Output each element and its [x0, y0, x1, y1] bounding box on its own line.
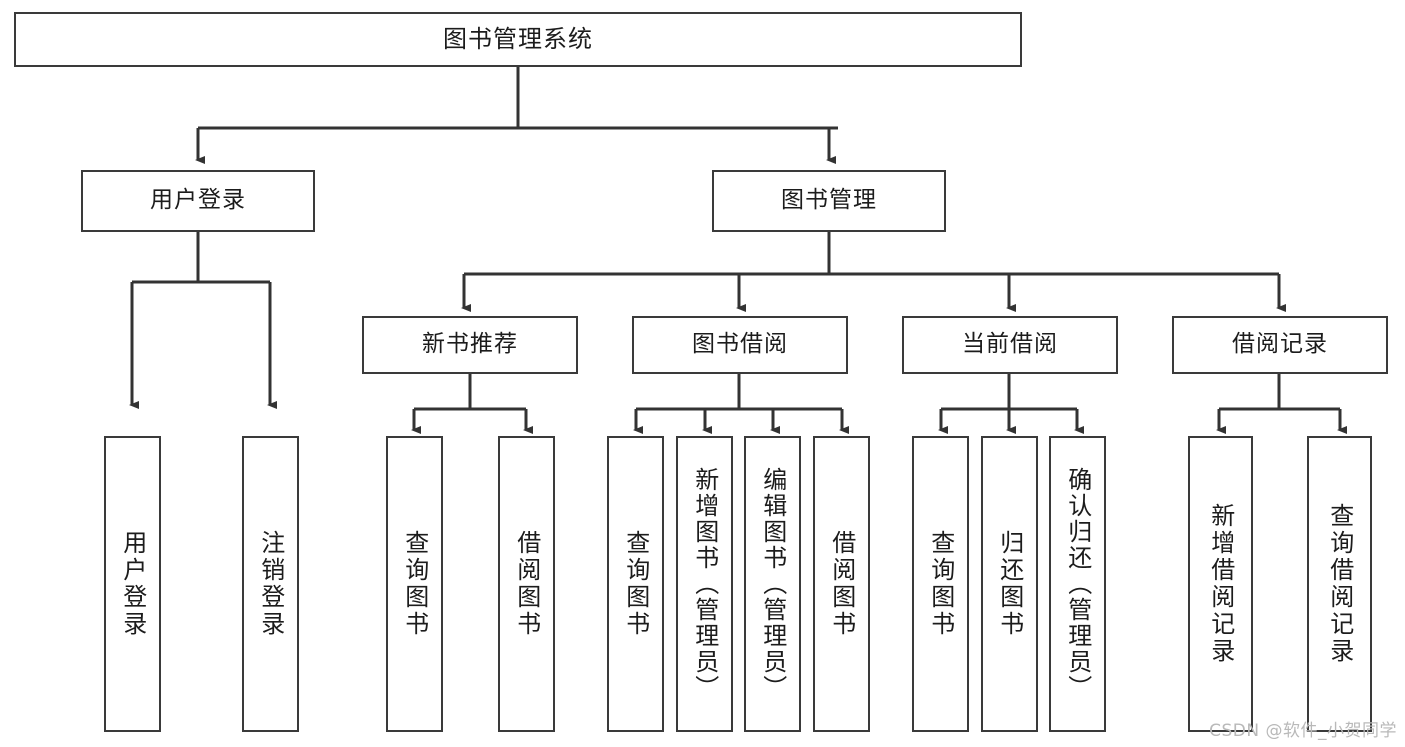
- node-label: 查询图书: [400, 530, 429, 638]
- leaf-user-logout[interactable]: 注销登录: [242, 436, 299, 732]
- node-label: 借阅图书: [512, 530, 541, 638]
- node-new-book-recommend[interactable]: 新书推荐: [362, 316, 578, 374]
- leaf-user-login[interactable]: 用户登录: [104, 436, 161, 732]
- leaf-confirm-return-admin[interactable]: 确认归还（管理员）: [1049, 436, 1106, 732]
- node-book-borrow[interactable]: 图书借阅: [632, 316, 848, 374]
- node-label: 归还图书: [995, 530, 1024, 638]
- node-label: 图书管理系统: [443, 25, 593, 54]
- node-label: 查询图书: [926, 530, 955, 638]
- node-current-borrow[interactable]: 当前借阅: [902, 316, 1118, 374]
- node-book-management[interactable]: 图书管理: [712, 170, 946, 232]
- node-label: 查询图书: [621, 530, 650, 638]
- leaf-query-book-current[interactable]: 查询图书: [912, 436, 969, 732]
- leaf-borrow-book-recommend[interactable]: 借阅图书: [498, 436, 555, 732]
- node-label: 当前借阅: [962, 331, 1058, 358]
- node-user-login[interactable]: 用户登录: [81, 170, 315, 232]
- leaf-query-borrow-record[interactable]: 查询借阅记录: [1307, 436, 1372, 732]
- leaf-query-book-recommend[interactable]: 查询图书: [386, 436, 443, 732]
- leaf-return-book[interactable]: 归还图书: [981, 436, 1038, 732]
- node-borrow-record[interactable]: 借阅记录: [1172, 316, 1388, 374]
- node-label: 编辑图书（管理员）: [758, 467, 787, 701]
- node-label: 新增图书（管理员）: [690, 467, 719, 701]
- node-label: 用户登录: [118, 530, 147, 638]
- node-book-management-system[interactable]: 图书管理系统: [14, 12, 1022, 67]
- leaf-add-borrow-record[interactable]: 新增借阅记录: [1188, 436, 1253, 732]
- node-label: 图书管理: [781, 187, 877, 214]
- leaf-borrow-book[interactable]: 借阅图书: [813, 436, 870, 732]
- leaf-add-book-admin[interactable]: 新增图书（管理员）: [676, 436, 733, 732]
- node-label: 查询借阅记录: [1325, 503, 1354, 665]
- node-label: 确认归还（管理员）: [1063, 467, 1092, 701]
- node-label: 用户登录: [150, 187, 246, 214]
- node-label: 新书推荐: [422, 331, 518, 358]
- leaf-query-book-borrow[interactable]: 查询图书: [607, 436, 664, 732]
- leaf-edit-book-admin[interactable]: 编辑图书（管理员）: [744, 436, 801, 732]
- node-label: 借阅图书: [827, 530, 856, 638]
- node-label: 注销登录: [256, 530, 285, 638]
- node-label: 图书借阅: [692, 331, 788, 358]
- node-label: 新增借阅记录: [1206, 503, 1235, 665]
- node-label: 借阅记录: [1232, 331, 1328, 358]
